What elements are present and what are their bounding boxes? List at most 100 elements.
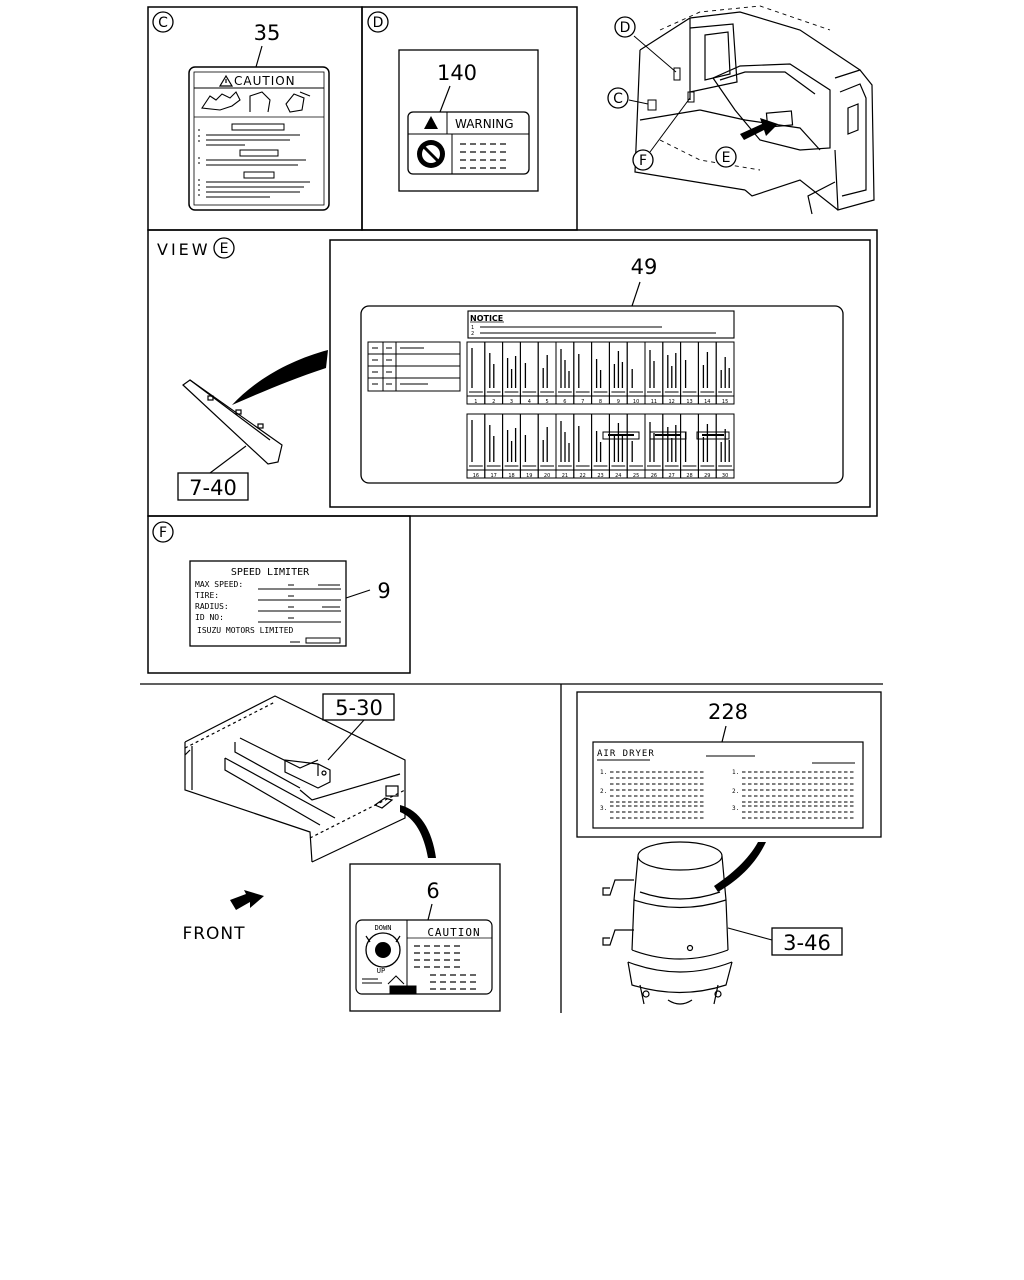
svg-text:3.: 3. [732, 805, 739, 812]
fuse-slot: 5 [537, 341, 557, 405]
svg-text:2.: 2. [732, 788, 739, 795]
pictogram-icon [201, 91, 311, 113]
fuse-number: 27 [669, 473, 675, 479]
callout-c-letter: C [158, 15, 168, 31]
svg-text:F: F [159, 525, 167, 541]
fuse-number: 20 [544, 473, 550, 479]
fuse-number: 14 [704, 399, 710, 405]
fuse-slot: 19 [519, 413, 539, 479]
fuse-slot: 27 [662, 413, 682, 479]
fuse-number: 21 [562, 473, 568, 479]
fuse-number: 28 [686, 473, 692, 479]
part-number-49: 49 [631, 255, 658, 279]
fuse-slot: 15 [715, 341, 735, 405]
fuse-number: 11 [651, 399, 657, 405]
cab-locator-drawing: D C F E [607, 5, 875, 215]
fuse-slot: 16 [466, 413, 486, 479]
svg-text:2.: 2. [600, 788, 607, 795]
fuse-number: 18 [508, 473, 514, 479]
company-name: ISUZU MOTORS LIMITED [197, 626, 294, 635]
fuse-number: 25 [633, 473, 639, 479]
svg-text:C: C [613, 91, 623, 107]
fuse-label-49: NOTICE 1 2 [360, 305, 844, 484]
leader-wedge [232, 350, 328, 405]
fuse-slot: 9 [608, 341, 628, 405]
part-number-9: 9 [377, 579, 390, 603]
fuse-number: 23 [597, 473, 603, 479]
leader-wedge [400, 805, 436, 858]
fuse-slot: 17 [484, 413, 504, 479]
panel-f: F SPEED LIMITER MAX SPEED: TIRE: RADIUS:… [147, 515, 411, 674]
caution-title-35: CAUTION [234, 74, 296, 88]
fuse-slot: 20 [537, 413, 557, 479]
view-e-heading: VIEW [157, 240, 211, 259]
fuse-slot: 1 [466, 341, 486, 405]
prohibition-icon [417, 140, 445, 168]
fuse-number: 30 [722, 473, 728, 479]
fuse-slot: 26 [644, 413, 664, 479]
svg-text:D: D [620, 20, 631, 36]
fuse-number: 29 [704, 473, 710, 479]
callout-f-badge: F [152, 521, 174, 543]
fuse-slot: 24 [608, 413, 628, 479]
glovebox-lid-drawing [182, 379, 283, 465]
panel-c: C 35 CAUTION [147, 6, 363, 231]
rotate-dial-icon [365, 932, 401, 968]
field-tire: TIRE: [195, 591, 219, 600]
fuse-number: 15 [722, 399, 728, 405]
callout-e-badge: E [213, 237, 235, 259]
warning-title-140: WARNING [455, 117, 514, 131]
part-number-140: 140 [437, 61, 477, 85]
air-dryer-text-dashes [610, 771, 854, 819]
fuse-number: 1 [474, 399, 477, 405]
fuse-number: 5 [546, 399, 549, 405]
ref-number-7-40: 7-40 [189, 476, 237, 500]
fuse-number: 3 [510, 399, 513, 405]
fuse-number: 22 [580, 473, 586, 479]
panel-view-e: VIEW E 7-40 49 NOTICE 1 2 [147, 229, 878, 517]
fuse-number: 7 [581, 399, 584, 405]
svg-text:F: F [639, 153, 647, 169]
svg-text:E: E [722, 150, 731, 166]
ref-number-3-46: 3-46 [783, 931, 831, 955]
panel-6: 6 CAUTION DOWN DOWN UP [349, 863, 501, 1012]
callout-f-marker: F [632, 149, 654, 171]
caution-text-lines [198, 123, 310, 198]
callout-d-letter: D [373, 15, 384, 31]
frame-drawing [184, 695, 406, 863]
callout-c-marker: C [607, 87, 629, 109]
fuse-number: 12 [669, 399, 675, 405]
fuse-slot: 8 [591, 341, 610, 405]
svg-text:1: 1 [471, 325, 474, 331]
fuse-slot: 25 [626, 413, 646, 479]
fuse-slot: 10 [626, 341, 646, 405]
air-dryer-canister-drawing [602, 841, 733, 1005]
front-label: FRONT [182, 924, 245, 944]
svg-text:3.: 3. [600, 805, 607, 812]
caution-label-35: CAUTION [188, 66, 330, 211]
fuse-number: 8 [599, 399, 602, 405]
fuse-slot: 6 [555, 341, 575, 405]
ref-number-5-30: 5-30 [335, 696, 383, 720]
fuse-slot: 3 [502, 341, 521, 405]
front-arrow-icon [230, 890, 264, 910]
panel-d: D 140 WARNING [361, 6, 578, 231]
fuse-slot: 23 [591, 413, 610, 479]
fuse-row-bottom: 16 17 18 19 20 21 22 23 24 25 26 27 28 29 30 [466, 413, 735, 479]
fuse-slot: 14 [697, 341, 717, 405]
view-e-arrow-icon [740, 118, 778, 140]
fuse-number: 16 [473, 473, 479, 479]
svg-text:1.: 1. [600, 769, 607, 776]
caution-label-6: CAUTION DOWN DOWN UP [355, 919, 493, 995]
fuse-slot: 7 [573, 341, 593, 405]
fuse-number: 4 [528, 399, 531, 405]
fuse-number: 26 [651, 473, 657, 479]
leader-wedge [714, 842, 766, 892]
warning-triangle-icon [424, 116, 438, 129]
dial-label-up-text: UP [377, 967, 385, 975]
fuse-number: 13 [686, 399, 692, 405]
part-number-6: 6 [426, 879, 439, 903]
warning-triangle-icon [218, 74, 234, 87]
fuse-number: 2 [492, 399, 495, 405]
